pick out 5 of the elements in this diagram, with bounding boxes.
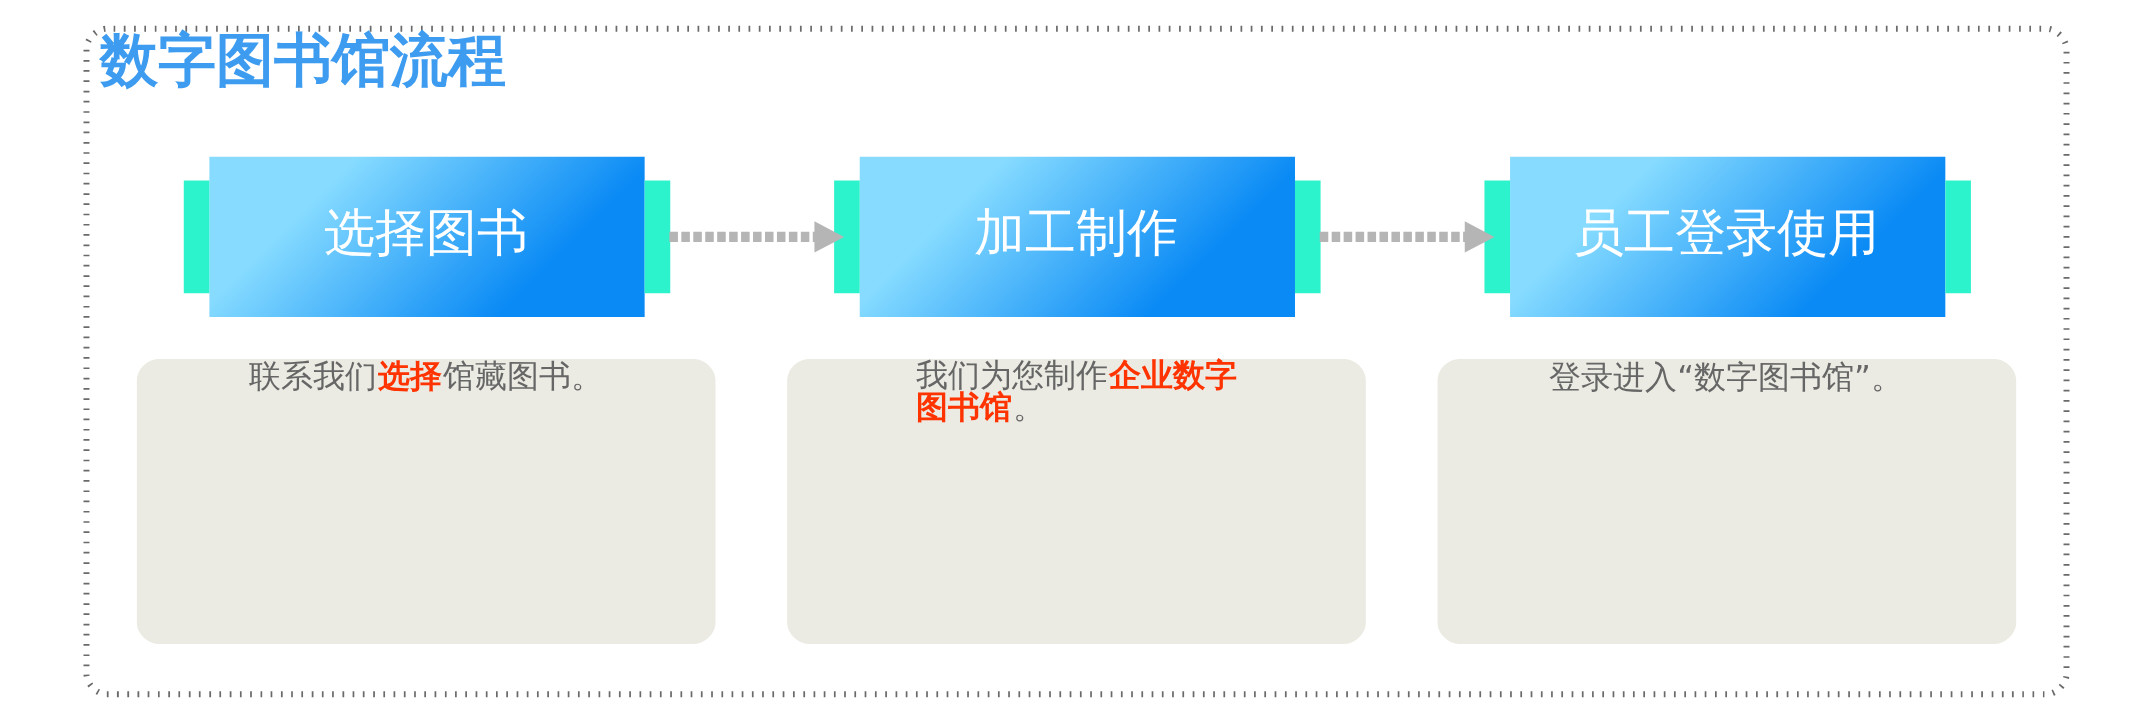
node-box: 联系我们选择馆藏图书。 (136, 358, 716, 644)
node-box: 我们为您制作企业数字图书馆。 (787, 358, 1366, 644)
arrow (669, 221, 845, 253)
arrow (1319, 221, 1495, 253)
node-box: 登录进入“数字图书馆”。 (1437, 358, 2017, 644)
